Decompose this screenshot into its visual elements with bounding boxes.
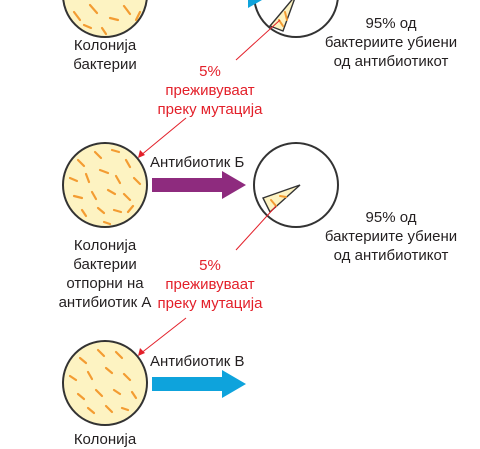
colony-label-1: Колонија бактерии	[73, 37, 137, 73]
treated-dish-2	[253, 142, 339, 228]
mutation-line-2	[139, 117, 187, 157]
mutation-line-3	[235, 205, 277, 251]
antibiotic-v-arrow	[152, 370, 246, 398]
colony-label-2: Колонија бактерии отпорни на антибиотик …	[58, 237, 152, 311]
bacteria-colony-dish-1	[62, 0, 148, 38]
colony-label-3: Колонија	[73, 431, 137, 448]
killed-label-2: 95% од бактериите убиени од антибиотикот	[324, 209, 458, 264]
antibiotic-arrow-1	[248, 0, 262, 8]
antibiotic-b-arrow	[152, 171, 246, 199]
mutation-line-1	[235, 19, 281, 61]
mutation-label-2: 5% преживуваат преку мутација	[157, 257, 263, 312]
killed-label-1: 95% од бактериите убиени од антибиотикот	[324, 15, 458, 70]
mutation-label-1: 5% преживуваат преку мутација	[157, 63, 263, 118]
bacteria-colony-dish-3	[62, 340, 148, 426]
mutation-line-4	[139, 317, 187, 355]
antibiotic-b-label: Антибиотик Б	[150, 154, 245, 171]
antibiotic-v-label: Антибиотик В	[150, 353, 245, 370]
bacteria-colony-dish-2	[62, 142, 148, 228]
